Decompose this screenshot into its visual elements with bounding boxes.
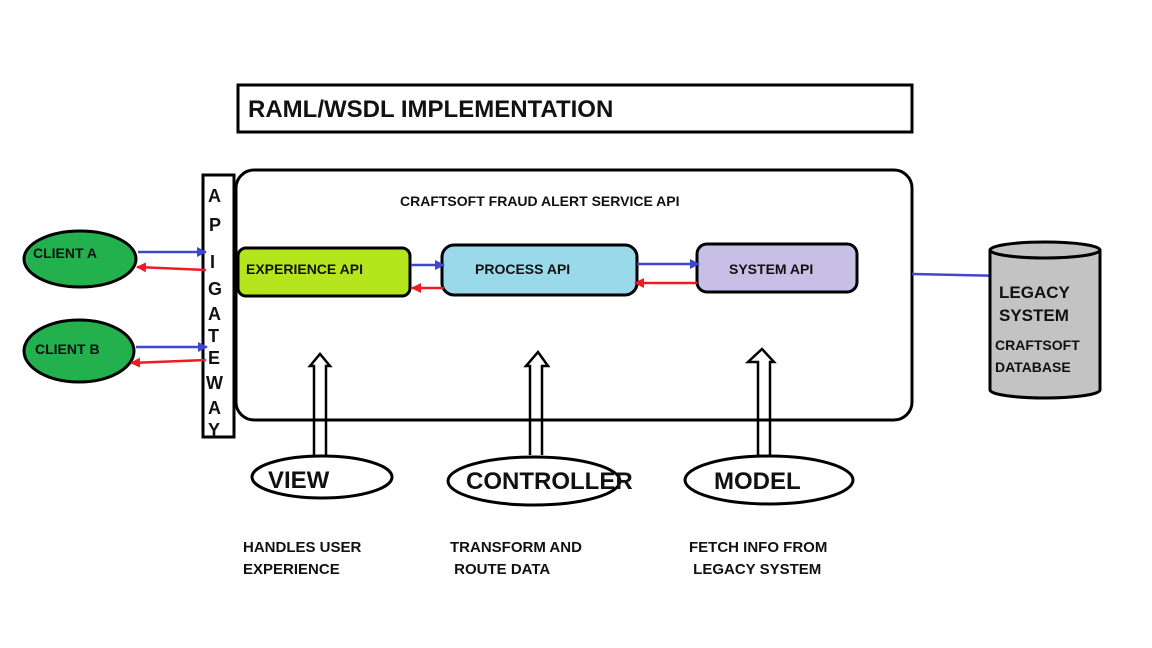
model-description-line1: FETCH INFO FROM [689, 539, 827, 556]
legacy-label-line2: SYSTEM [999, 306, 1069, 325]
api-gateway-bar [201, 173, 236, 439]
diagram-title: RAML/WSDL IMPLEMENTATION [248, 96, 613, 123]
view-node [250, 454, 394, 500]
process-api-box [440, 243, 639, 297]
api-gateway-letters: A P I G A T E W A Y [206, 186, 223, 440]
svg-text:T: T [208, 326, 219, 346]
svg-text:P: P [209, 215, 221, 235]
controller-description-line1: TRANSFORM AND [450, 539, 582, 556]
legacy-database-cylinder [988, 240, 1102, 400]
model-label: MODEL [714, 468, 801, 495]
view-up-arrow [307, 352, 333, 455]
system-api-label: SYSTEM API [729, 261, 813, 277]
view-description-line2: EXPERIENCE [243, 561, 340, 578]
client-b-node [22, 318, 136, 384]
client-a-response-arrow [136, 262, 207, 273]
controller-description-line2: ROUTE DATA [450, 561, 550, 578]
svg-text:G: G [208, 279, 222, 299]
controller-node [446, 455, 622, 507]
svg-text:Y: Y [208, 420, 220, 440]
experience-api-box [236, 246, 412, 298]
view-description-line1: HANDLES USER [243, 539, 362, 556]
controller-label: CONTROLLER [466, 468, 633, 495]
service-label: CRAFTSOFT FRAUD ALERT SERVICE API [400, 193, 680, 209]
svg-text:W: W [206, 373, 223, 393]
svg-text:A: A [208, 186, 221, 206]
legacy-label-line3: CRAFTSOFT [995, 337, 1080, 353]
client-a-label: CLIENT A [33, 245, 97, 261]
legacy-label-line1: LEGACY [999, 283, 1071, 302]
client-b-response-arrow [130, 357, 207, 368]
process-api-label: PROCESS API [475, 261, 570, 277]
model-up-arrow [744, 347, 777, 455]
controller-up-arrow [523, 349, 551, 455]
client-a-node [22, 229, 138, 289]
legacy-label-line4: DATABASE [995, 359, 1071, 375]
svg-text:E: E [208, 348, 220, 368]
experience-api-label: EXPERIENCE API [246, 261, 363, 277]
title-box [236, 83, 914, 134]
svg-text:I: I [210, 252, 215, 272]
client-b-label: CLIENT B [35, 341, 100, 357]
model-description-line2: LEGACY SYSTEM [689, 561, 821, 578]
model-node [683, 454, 855, 506]
svg-text:A: A [208, 304, 221, 324]
view-label: VIEW [268, 467, 330, 494]
svg-text:A: A [208, 398, 221, 418]
